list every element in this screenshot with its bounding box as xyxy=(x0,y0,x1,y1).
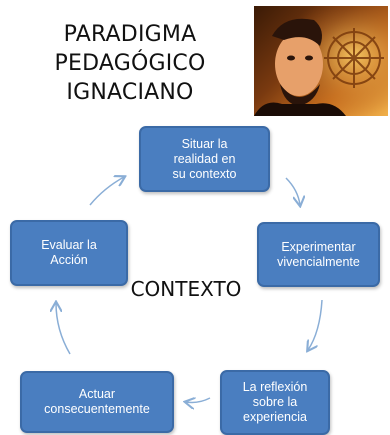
arrow-n5-n1 xyxy=(89,177,124,206)
step-situar-label: Situar la realidad en su contexto xyxy=(172,136,237,181)
arrow-n1-n2 xyxy=(285,177,300,205)
diagram-title: PARADIGMA PEDAGÓGICO IGNACIANO xyxy=(40,20,220,107)
step-reflexion: La reflexión sobre la experiencia xyxy=(220,370,330,435)
step-experimentar-label: Experimentar vivencialmente xyxy=(277,239,360,269)
step-situar: Situar la realidad en su contexto xyxy=(139,126,270,192)
title-line-2: PEDAGÓGICO xyxy=(54,51,206,76)
arrow-n3-n4 xyxy=(186,398,211,403)
title-line-1: PARADIGMA xyxy=(63,22,197,47)
emblem-icon xyxy=(324,28,384,88)
arrow-n4-n5 xyxy=(56,303,71,355)
center-label: CONTEXTO xyxy=(130,277,242,301)
portrait-icon xyxy=(254,6,388,116)
step-experimentar: Experimentar vivencialmente xyxy=(257,222,380,287)
step-actuar: Actuar consecuentemente xyxy=(20,371,174,433)
arrow-n2-n3 xyxy=(308,299,323,350)
step-actuar-label: Actuar consecuentemente xyxy=(44,387,150,416)
step-reflexion-label: La reflexión sobre la experiencia xyxy=(242,380,308,424)
step-evaluar: Evaluar la Acción xyxy=(10,220,128,286)
portrait-image xyxy=(254,6,388,116)
title-line-3: IGNACIANO xyxy=(66,80,194,105)
step-evaluar-label: Evaluar la Acción xyxy=(41,238,97,267)
